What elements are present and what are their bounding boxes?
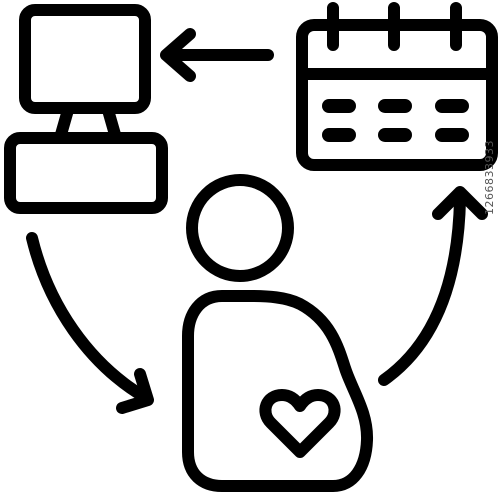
heart-icon <box>259 389 341 458</box>
computer-base <box>4 132 168 214</box>
person-head <box>186 174 294 282</box>
stock-id-watermark: 1266833933 <box>483 140 496 215</box>
curved-arrow-down-right-icon <box>26 232 154 414</box>
curved-arrow-up-right-icon <box>378 186 488 386</box>
left-arrow-icon <box>160 28 274 82</box>
calendar-icon <box>296 2 498 171</box>
computer-icon <box>4 4 168 214</box>
pregnant-person-icon <box>182 174 374 492</box>
calendar-rings <box>327 2 462 51</box>
calendar-dates <box>322 99 469 142</box>
monitor-screen <box>19 4 151 114</box>
person-body <box>182 290 374 492</box>
